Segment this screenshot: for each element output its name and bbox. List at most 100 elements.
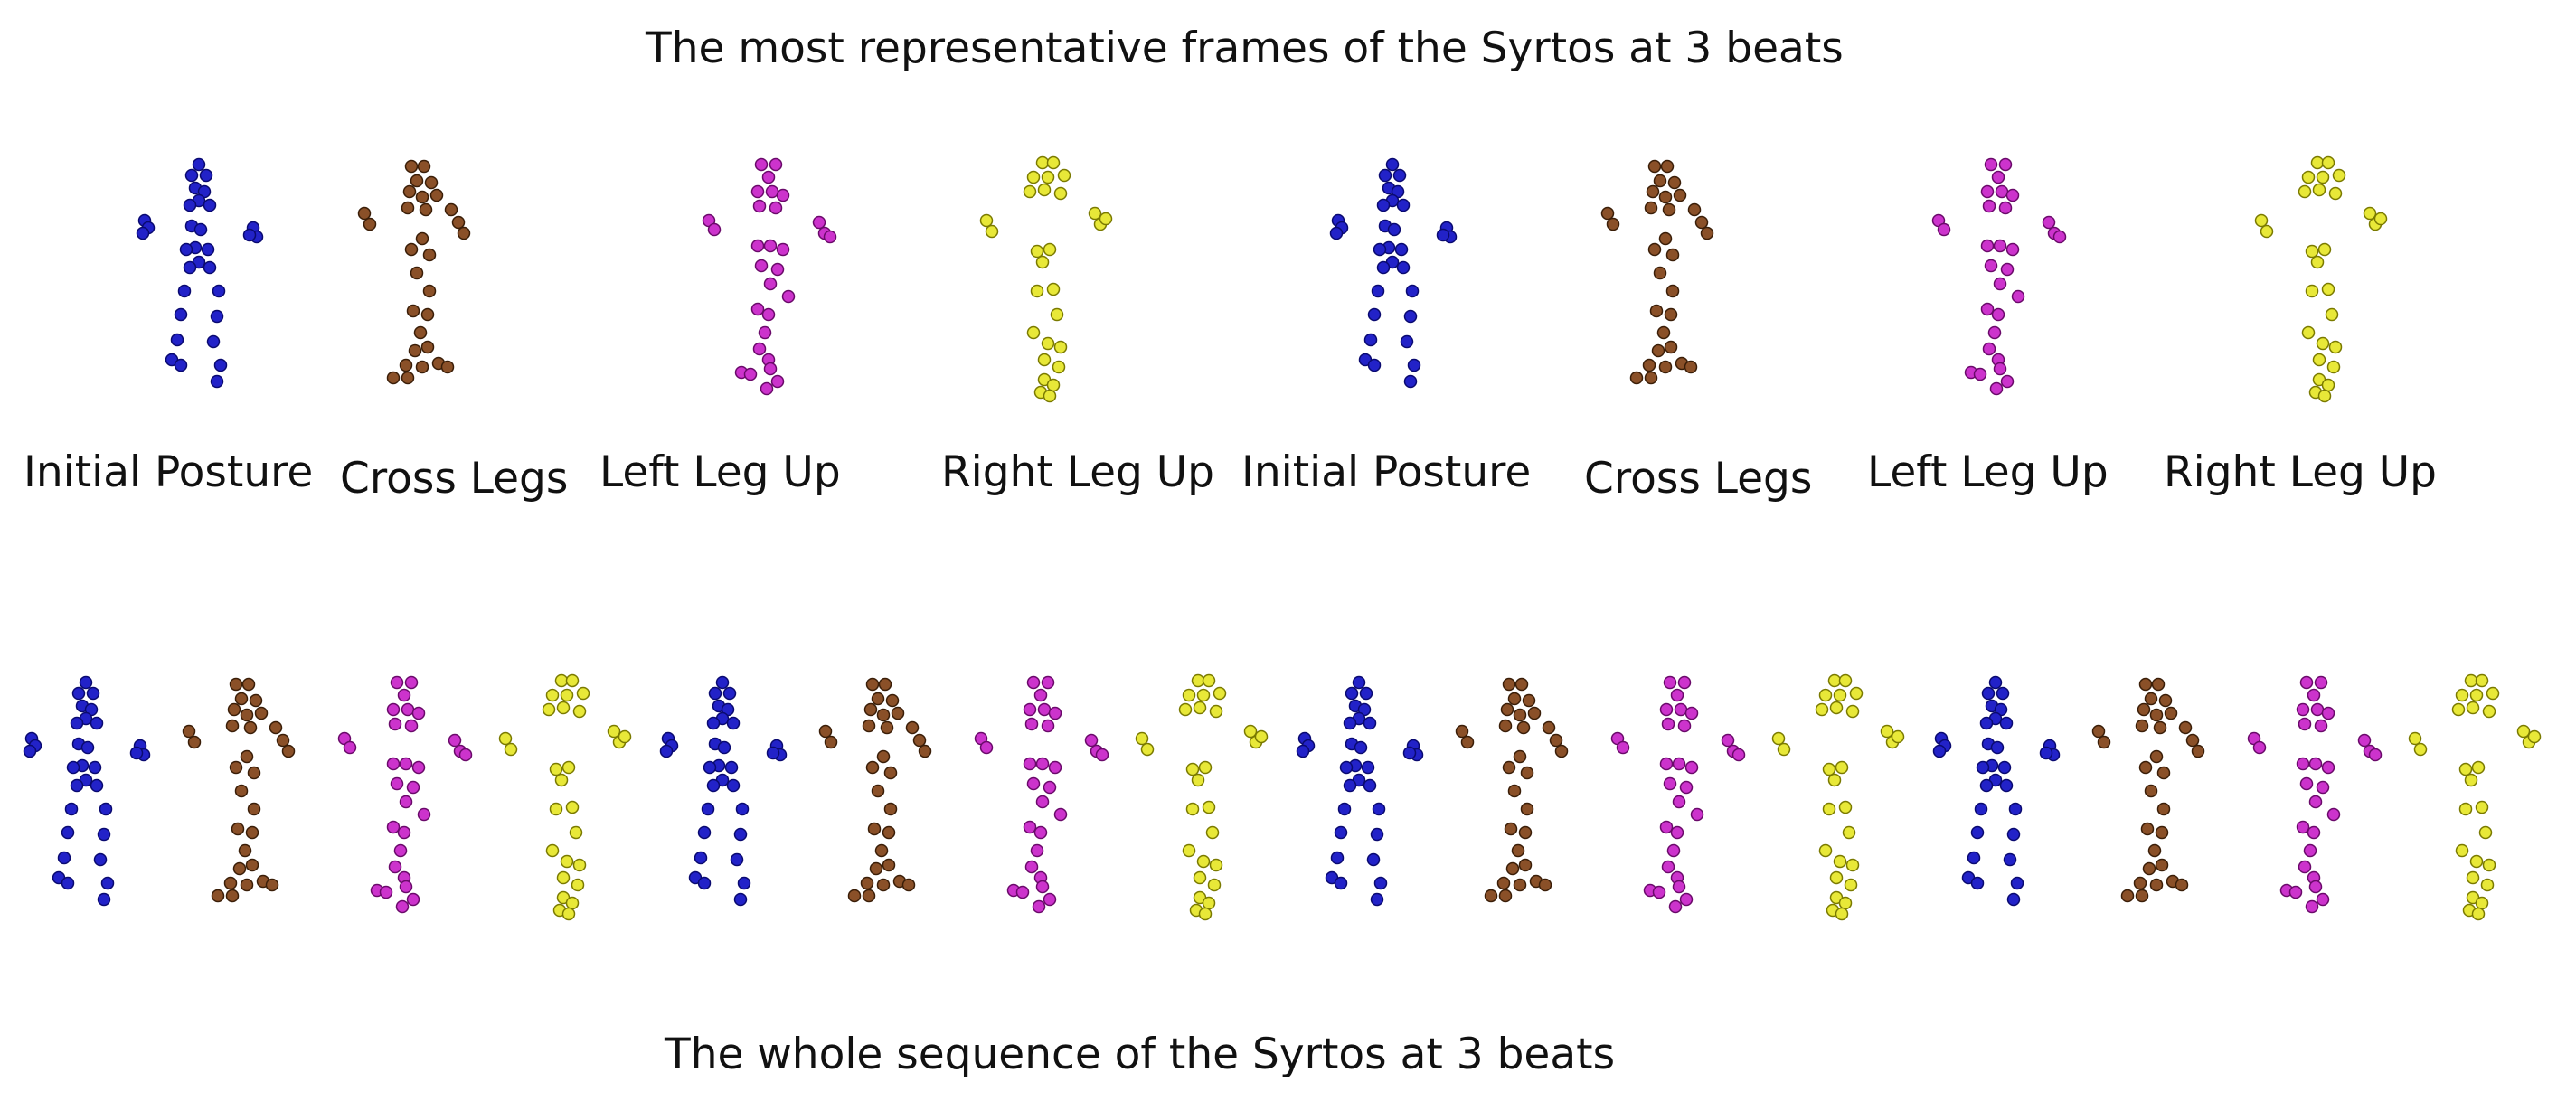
joint-marker <box>2321 706 2335 720</box>
joint-marker <box>1642 358 1656 372</box>
joint-marker <box>1651 343 1665 358</box>
joint-marker <box>429 188 444 202</box>
joint-marker <box>247 802 261 816</box>
joint-marker <box>1041 719 1055 733</box>
joint-marker <box>726 778 741 793</box>
frame-label: Initial Posture <box>1241 447 1532 497</box>
joint-marker <box>763 362 778 376</box>
joint-marker <box>2191 744 2205 758</box>
joint-marker <box>1659 820 1674 834</box>
joint-marker <box>265 878 279 892</box>
joint-marker <box>406 304 420 318</box>
joint-marker <box>1838 800 1853 814</box>
sequence-frame-cross <box>1455 673 1581 918</box>
joint-marker <box>823 230 837 244</box>
joint-marker <box>448 733 462 748</box>
joint-marker <box>1023 184 1037 199</box>
joint-marker <box>918 744 932 758</box>
joint-marker <box>210 374 224 389</box>
joint-marker <box>61 825 75 840</box>
joint-marker <box>1498 719 1513 733</box>
joint-marker <box>1549 733 1563 748</box>
joint-marker <box>1999 716 2014 730</box>
joint-marker <box>1026 776 1041 791</box>
joint-marker <box>1053 340 1068 354</box>
joint-marker <box>2164 706 2178 720</box>
joint-marker <box>227 702 241 717</box>
joint-marker <box>1976 760 1990 775</box>
joint-marker <box>2149 878 2164 892</box>
sequence-frame-left <box>974 673 1109 918</box>
skeleton-marker-figure <box>659 675 788 907</box>
joint-marker <box>1818 843 1833 858</box>
joint-marker <box>1460 735 1475 749</box>
joint-marker <box>1679 892 1694 907</box>
joint-marker <box>750 184 765 199</box>
joint-marker <box>735 802 750 816</box>
joint-marker <box>2328 340 2343 354</box>
joint-marker <box>1407 358 1421 372</box>
joint-marker <box>1367 307 1382 322</box>
joint-marker <box>1542 720 1556 735</box>
joint-marker <box>2475 896 2489 910</box>
joint-marker <box>1023 820 1037 834</box>
joint-marker <box>1829 870 1844 885</box>
sequence-frame-left <box>337 673 473 918</box>
frame-label: Cross Legs <box>1584 454 1813 503</box>
joint-marker <box>1771 731 1786 746</box>
joint-marker <box>2482 858 2496 872</box>
joint-marker <box>818 724 833 739</box>
joint-marker <box>2326 807 2341 822</box>
joint-marker <box>422 248 437 262</box>
joint-marker <box>1880 724 1894 739</box>
skeleton-marker-figure <box>357 159 471 385</box>
skeleton-marker-figure <box>23 675 151 907</box>
joint-marker <box>1984 157 1998 172</box>
joint-marker <box>865 760 880 775</box>
joint-marker <box>1084 733 1099 748</box>
joint-marker <box>2097 735 2111 749</box>
joint-marker <box>1527 706 1542 720</box>
joint-marker <box>1026 170 1041 184</box>
joint-marker <box>726 716 741 730</box>
sequence-frame-cross <box>818 673 945 918</box>
joint-marker <box>1673 188 1687 202</box>
joint-marker <box>2052 230 2067 244</box>
joint-marker <box>210 309 224 324</box>
joint-marker <box>549 802 563 816</box>
joint-marker <box>1202 800 1216 814</box>
joint-marker <box>754 157 769 172</box>
joint-marker <box>1522 693 1536 708</box>
joint-marker <box>1700 226 1714 240</box>
joint-marker <box>891 706 905 720</box>
joint-marker <box>2458 762 2473 776</box>
sequence-frame-left <box>2247 673 2383 918</box>
joint-marker <box>554 773 569 787</box>
joint-marker <box>2451 702 2466 717</box>
joint-marker <box>1970 876 1985 890</box>
joint-marker <box>1721 733 1735 748</box>
joint-marker <box>229 760 243 775</box>
joint-marker <box>2138 677 2153 692</box>
joint-marker <box>1838 896 1853 910</box>
joint-marker <box>1053 186 1068 201</box>
joint-marker <box>1363 333 1378 347</box>
joint-marker <box>876 878 891 892</box>
skeleton-marker-figure <box>1771 673 1905 921</box>
joint-marker <box>1668 899 1683 914</box>
joint-marker <box>1694 215 1709 230</box>
joint-marker <box>1818 688 1833 702</box>
joint-marker <box>1659 757 1674 771</box>
joint-marker <box>2140 822 2155 836</box>
joint-marker <box>701 802 715 816</box>
joint-marker <box>2317 389 2332 403</box>
joint-marker <box>1979 716 1994 730</box>
joint-marker <box>1030 843 1044 858</box>
joint-marker <box>2516 724 2531 739</box>
joint-marker <box>1979 778 1994 793</box>
joint-marker <box>2149 708 2164 722</box>
joint-marker <box>1513 878 1527 892</box>
joint-marker <box>415 231 429 246</box>
joint-marker <box>229 677 243 692</box>
joint-marker <box>1667 175 1682 190</box>
